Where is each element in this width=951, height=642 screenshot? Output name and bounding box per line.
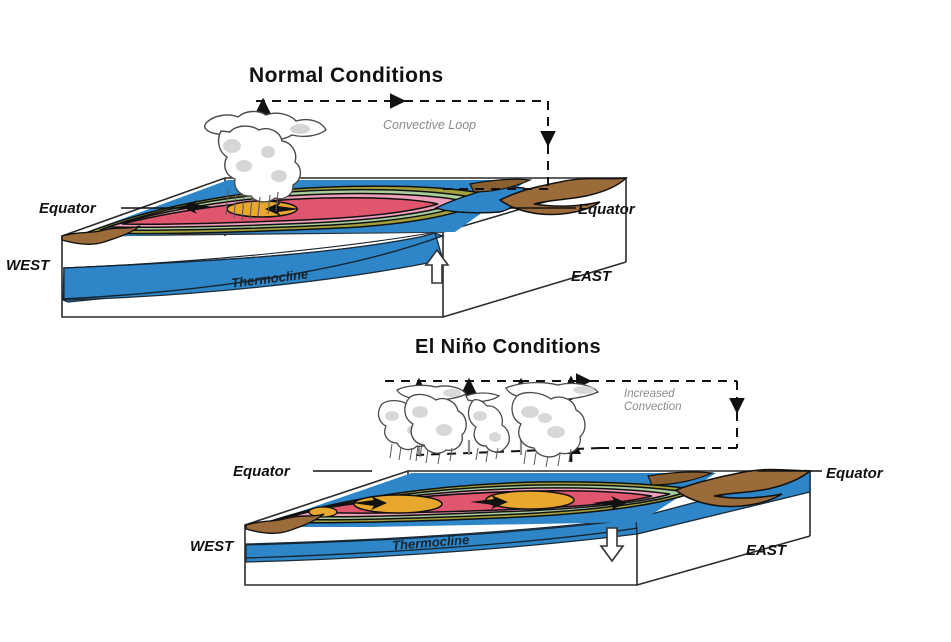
elnino-land-masses <box>245 468 813 534</box>
elnino-west-label: WEST <box>190 538 234 555</box>
cloud-2 <box>396 384 467 465</box>
elnino-panel-title: El Niño Conditions <box>415 336 602 358</box>
elnino-equator-label-east: Equator <box>826 465 883 482</box>
cloud-3 <box>465 392 510 463</box>
normal-equator-label-east: Equator <box>578 201 635 218</box>
normal-convective-cloud <box>204 110 327 221</box>
normal-equator-label-west: Equator <box>39 200 96 217</box>
normal-east-label: EAST <box>571 268 612 285</box>
elnino-convective-loop <box>385 373 745 456</box>
increased-convection-label-line2: Convection <box>624 401 682 413</box>
elnino-sea-surface <box>255 473 716 527</box>
elnino-east-label: EAST <box>746 542 787 559</box>
normal-upwelling-arrow <box>424 248 450 284</box>
normal-rain-streaks <box>225 189 279 221</box>
normal-west-label: WEST <box>6 257 50 274</box>
normal-land-masses <box>61 177 629 245</box>
normal-sea-surface <box>70 180 528 238</box>
elnino-equator-label-west: Equator <box>233 463 290 480</box>
elnino-downwelling-arrow <box>599 527 625 563</box>
normal-panel-title: Normal Conditions <box>249 64 444 87</box>
convective-loop-label: Convective Loop <box>383 118 477 132</box>
normal-convective-loop <box>256 93 556 190</box>
elnino-convective-clouds <box>377 381 600 468</box>
increased-convection-label-line1: Increased <box>624 388 675 400</box>
normal-thermocline-surface <box>62 231 446 303</box>
cloud-4 <box>505 381 600 468</box>
